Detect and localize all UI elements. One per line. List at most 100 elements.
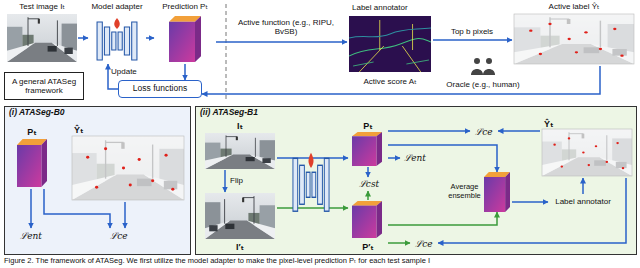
loss-term: ℒcst: [354, 177, 384, 191]
connector-arrow: [438, 178, 626, 243]
oracle-node: Oracle (e.g., human): [430, 56, 536, 89]
image-node: Test image Iₜ: [6, 2, 78, 64]
node-label: Test image Iₜ: [6, 2, 78, 11]
loss-term: ℒce: [410, 236, 438, 251]
dashed-separator: [226, 4, 227, 102]
loss-symbol: ℒce: [470, 126, 498, 136]
loss-term: ℒce: [104, 228, 134, 244]
loss-term: ℒce: [470, 124, 498, 139]
loss-symbol: ℒce: [410, 238, 438, 248]
connector-arrow: [433, 39, 512, 41]
connector-arrow: [388, 130, 470, 132]
connector-arrow: [388, 145, 497, 172]
connector-arrow: [184, 64, 186, 80]
test-image: [7, 14, 77, 62]
test-image: [205, 133, 275, 169]
node-label: (i) ATASeg-B0: [9, 108, 65, 118]
connector-arrow: [498, 130, 540, 132]
edge-label: Active function (e.g., RIPU, BvSB): [234, 18, 338, 36]
label-node: Ŷₜ: [70, 124, 186, 202]
network-icon: [97, 18, 137, 60]
section-title: Label annotator: [352, 3, 408, 12]
variant-panel: (i) ATASeg-B0Pₜ Ŷₜℒent ℒce: [4, 106, 191, 255]
b0-panel-ground: [4, 106, 191, 255]
loss-symbol: ℒent: [16, 231, 46, 241]
prediction-node: Prediction Pₜ: [154, 2, 216, 64]
image-node: Iₜ: [203, 121, 277, 170]
framework-box: A general ATASeg framework: [4, 72, 84, 100]
adapter-node: Model adapter: [88, 2, 146, 64]
node-label: Model adapter: [88, 2, 146, 11]
prediction-node: Pₜ: [348, 121, 388, 167]
connector-arrow: [202, 66, 600, 94]
node-label: Iₜ: [203, 121, 277, 131]
connector-arrow: [367, 167, 369, 177]
variant-panel: (ii) ATASeg-B1IₜI′ₜ PₜP′ₜ ℒcst ℒentAverage …: [195, 106, 637, 255]
active-score-map: [349, 16, 431, 72]
connector-arrow: [367, 191, 369, 200]
score-node: Active score Aₜ: [347, 14, 433, 86]
annotator-node: Label annotator: [548, 194, 618, 210]
prediction-tensor: [352, 132, 382, 166]
image-frame: [72, 136, 184, 200]
connector-arrow: [277, 207, 348, 209]
prediction-node: Pₜ: [14, 127, 50, 189]
edge-label: Flip: [230, 176, 256, 185]
connector-arrow: [582, 178, 584, 194]
connector-arrow: [224, 170, 226, 192]
node-label: (ii) ATASeg-B1: [200, 108, 258, 118]
active-label-map: [514, 14, 634, 64]
label-node: Active label Ŷₜ: [512, 2, 636, 66]
prediction-tensor: [169, 16, 201, 62]
node-label: I′ₜ: [203, 242, 277, 252]
node-label: Loss functions: [119, 84, 201, 94]
ensemble-node: Average ensemble: [446, 172, 512, 212]
node-label: Active label Ŷₜ: [512, 2, 636, 11]
network-icon: [293, 153, 329, 211]
loss-term: ℒent: [400, 150, 430, 165]
node-label: Label annotator: [548, 197, 618, 206]
node-label: Prediction Pₜ: [154, 2, 216, 11]
connector-arrow: [388, 157, 400, 159]
connector-arrow: [124, 202, 126, 228]
node-label: Average ensemble: [446, 183, 483, 200]
ensemble-tensor: [484, 172, 510, 212]
active-label-map: [72, 136, 184, 200]
connector-arrow: [216, 41, 347, 43]
image-frame: [514, 14, 634, 64]
node-label: Pₜ: [348, 121, 388, 131]
image-node: I′ₜ: [203, 192, 277, 252]
connector-arrow: [388, 242, 410, 244]
edge-label: Update: [111, 67, 145, 76]
prediction-node: P′ₜ: [348, 200, 388, 252]
loss-box: Loss functions: [118, 80, 202, 98]
edge-label: Top b pixels: [436, 27, 508, 36]
active-label-map: [542, 129, 632, 176]
loss-symbol: ℒce: [104, 231, 134, 241]
flipped-image: [205, 193, 275, 239]
prediction-tensor: [17, 139, 47, 187]
node-label: Oracle (e.g., human): [430, 80, 536, 89]
loss-symbol: ℒcst: [354, 179, 384, 189]
loss-symbol: ℒent: [400, 152, 430, 162]
b1-panel-ground: [195, 106, 637, 255]
node-label: P′ₜ: [348, 242, 388, 252]
label-node: Ŷₜ: [540, 118, 634, 178]
oracle-icon: [471, 58, 495, 75]
connector-arrow: [146, 37, 154, 39]
node-label: Ŷₜ: [544, 119, 554, 129]
image-frame: [542, 129, 632, 176]
node-label: Active score Aₜ: [347, 77, 433, 86]
node-label: Ŷₜ: [74, 125, 84, 135]
flipped-prediction-tensor: [352, 201, 382, 238]
connector-arrow: [388, 212, 497, 225]
connector-arrow: [512, 201, 548, 203]
connector-arrow: [78, 37, 88, 39]
connector-arrow: [30, 189, 32, 228]
node-label: Pₜ: [14, 127, 50, 137]
loss-term: ℒent: [16, 228, 46, 244]
